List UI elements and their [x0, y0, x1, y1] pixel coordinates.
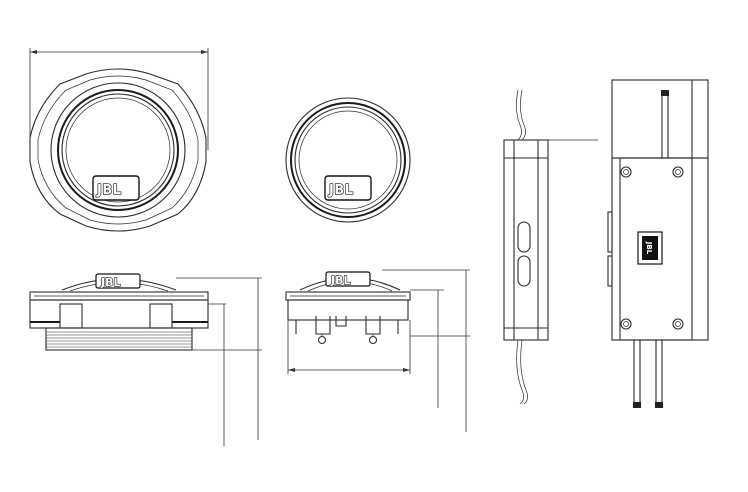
svg-text:JBL: JBL [330, 274, 351, 287]
height-dimension [176, 278, 262, 446]
front-view-tweeter: JBL [286, 98, 410, 222]
jbl-logo-icon: JBL [325, 176, 371, 200]
jbl-label-icon: JBL [638, 232, 662, 264]
crossover-side-view [504, 90, 598, 404]
jbl-logo-icon: JBL [326, 272, 370, 287]
jbl-logo-icon: JBL [93, 176, 139, 200]
hex-mount-ring [30, 69, 206, 231]
side-view-speaker: JBL [30, 274, 262, 446]
svg-text:JBL: JBL [328, 183, 354, 198]
svg-text:JBL: JBL [96, 183, 122, 198]
width-dimension [30, 48, 208, 150]
crossover-top-view: JBL [608, 80, 708, 408]
side-view-tweeter: JBL [286, 270, 470, 432]
thread-lines [46, 332, 192, 347]
jbl-logo-icon: JBL [96, 274, 140, 289]
svg-text:JBL: JBL [645, 241, 653, 255]
width-dimension [288, 320, 410, 374]
svg-text:JBL: JBL [100, 276, 121, 289]
front-view-speaker: JBL [30, 48, 208, 231]
